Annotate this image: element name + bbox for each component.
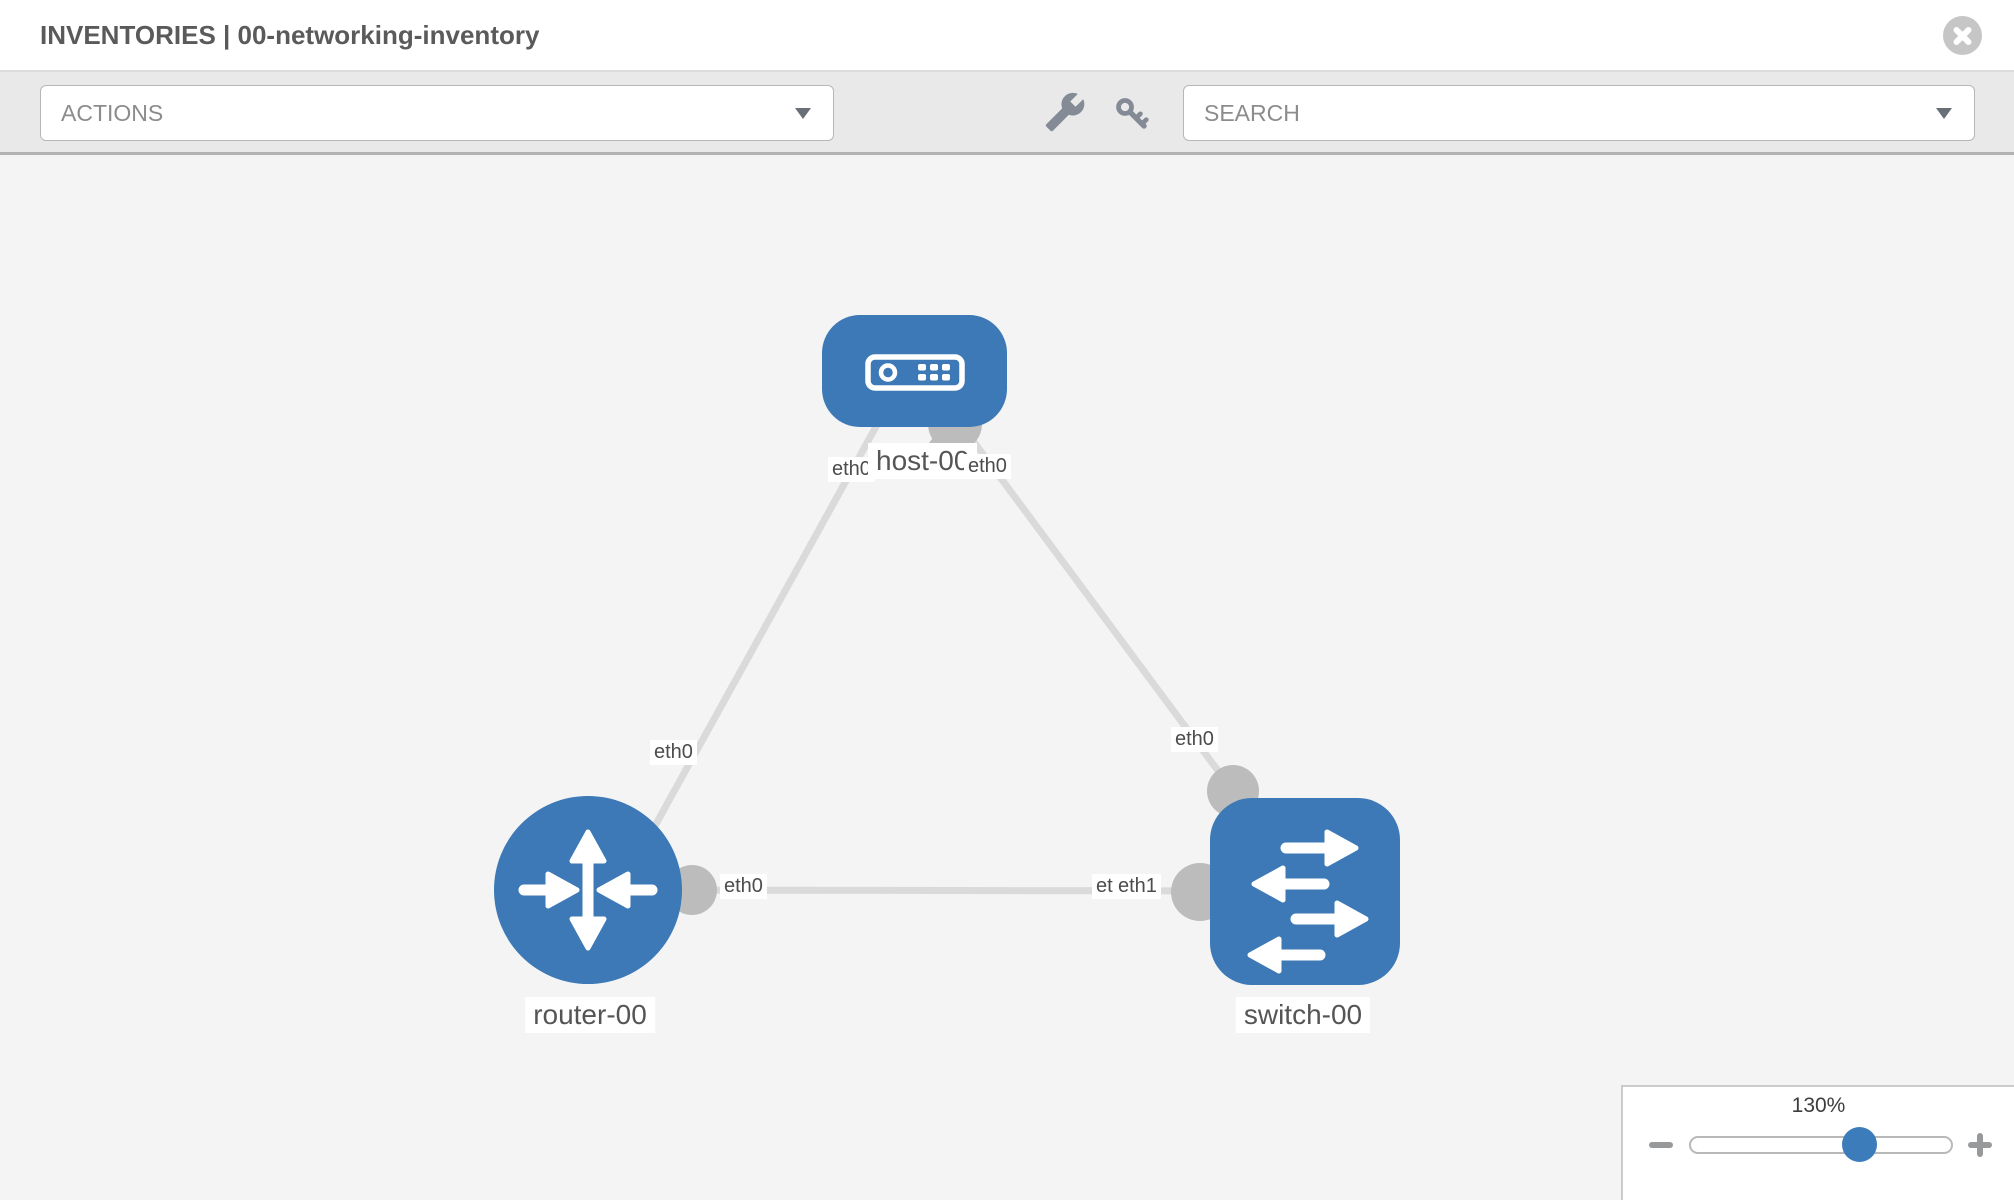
zoom-out-button[interactable] [1649,1133,1673,1157]
zoom-control-panel: 130% [1621,1085,2014,1200]
search-dropdown-label: SEARCH [1204,99,1300,126]
topology-canvas[interactable]: eth0 host-00 eth0 eth0 eth0 eth0 eth0 et… [0,155,2014,1200]
node-label-host-00: host-00 [868,443,978,479]
zoom-slider-row [1623,1127,2014,1163]
zoom-in-button[interactable] [1968,1133,1992,1157]
node-switch-00[interactable] [1210,798,1400,985]
header: INVENTORIES | 00-networking-inventory [0,0,2014,72]
node-label-router-00: router-00 [525,997,655,1033]
links-layer [599,403,1301,909]
host-icon [865,354,965,391]
node-router-00[interactable] [494,796,682,984]
iface-label-router-eth0: eth0 [720,874,767,899]
node-host-00[interactable] [822,315,1007,427]
credentials-button[interactable] [1110,92,1154,136]
topology-graph [494,315,1400,985]
router-icon [518,829,658,951]
iface-label-switch-eth0: eth0 [1171,727,1218,752]
iface-label-switch-eth1: eth1 [1114,874,1161,899]
connector-host-pointer [926,415,964,447]
page-title: INVENTORIES | 00-networking-inventory [40,20,540,50]
configure-button[interactable] [1043,90,1087,134]
actions-dropdown[interactable]: ACTIONS [40,85,834,141]
switch-icon [1247,829,1369,974]
search-dropdown[interactable]: SEARCH [1183,85,1975,141]
iface-label-host-eth0-left: eth0 [828,457,875,482]
key-icon [1116,98,1149,129]
zoom-slider-track[interactable] [1689,1127,1953,1162]
actions-dropdown-label: ACTIONS [61,99,164,126]
chevron-down-icon [1936,108,1952,119]
link-host-router [606,403,892,909]
plus-icon [1977,1133,1983,1157]
node-label-switch-00: switch-00 [1235,997,1371,1033]
iface-label-router-eth0-uplink: eth0 [650,740,697,765]
close-button[interactable] [1943,16,1982,55]
zoom-slider-thumb[interactable] [1842,1127,1877,1162]
toolbar: ACTIONS SEARCH [0,72,2014,155]
minus-icon [1649,1142,1673,1148]
wrench-icon [1045,92,1085,132]
zoom-level: 130% [1791,1094,1846,1117]
iface-label-host-eth0-right: eth0 [964,454,1011,479]
chevron-down-icon [795,108,811,119]
